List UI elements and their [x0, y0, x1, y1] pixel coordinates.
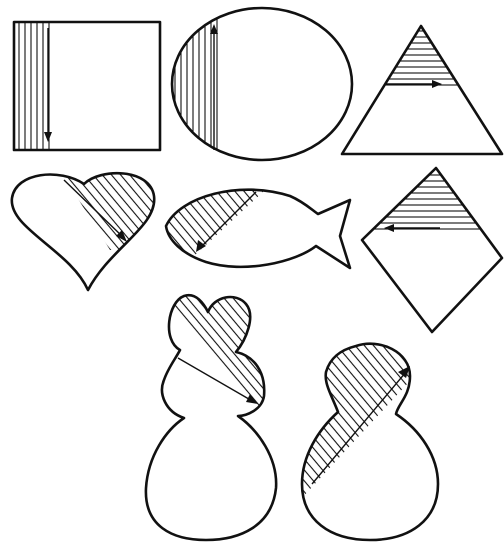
bunny-shape — [146, 295, 276, 540]
heart-shape — [12, 173, 154, 290]
square-shape — [14, 22, 160, 150]
gourd-shape — [302, 344, 438, 540]
circle-shape — [172, 8, 352, 160]
diamond-shape — [362, 168, 502, 332]
fish-shape — [166, 190, 350, 268]
triangle-shape — [342, 26, 502, 154]
